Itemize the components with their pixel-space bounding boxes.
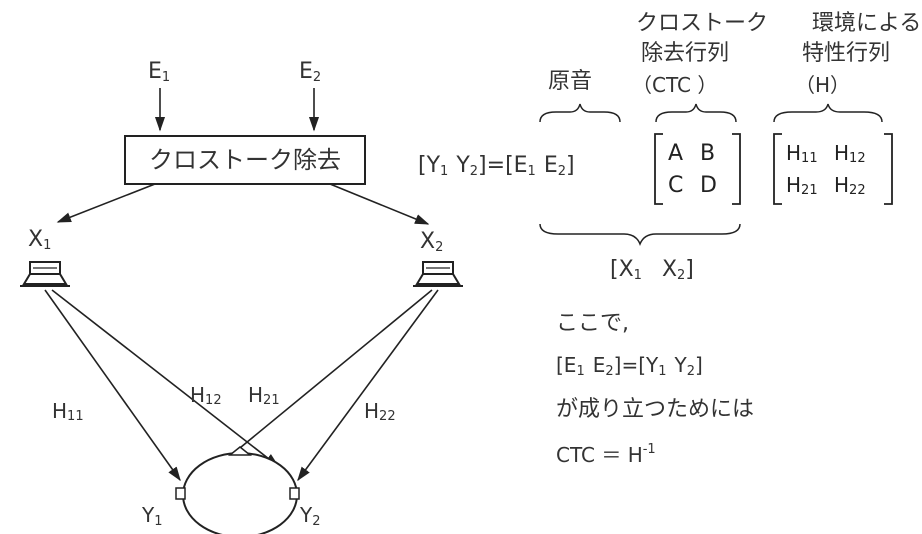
ctc-box [124, 135, 366, 185]
header-ctc-line2: 除去行列 [641, 41, 729, 66]
ctc-matrix-d: D [700, 173, 717, 198]
header-original: 原音 [548, 69, 592, 94]
ctc-matrix-right-bracket [732, 133, 741, 205]
speaker-x2-label: X2 [420, 229, 443, 255]
path-h21 [216, 289, 433, 467]
h-matrix-h22: H22 [834, 173, 866, 198]
header-h-line2: 特性行列 [802, 41, 890, 66]
box-to-x2-arrow [329, 183, 430, 225]
ctc-box-label: クロストーク除去 [149, 146, 341, 174]
brace-h [773, 103, 883, 123]
speaker-x1-label: X1 [28, 227, 51, 253]
explanation-to-hold: が成り立つためには [556, 397, 754, 422]
speaker-x1-icon [20, 261, 70, 287]
header-h-line1: 環境による [812, 11, 921, 36]
path-h21-label: H21 [248, 383, 280, 408]
ear-y1-label: Y1 [141, 503, 163, 529]
brace-x [539, 223, 741, 247]
path-h22-label: H22 [364, 399, 396, 424]
path-h12 [51, 289, 280, 467]
ctc-matrix-left-bracket [654, 133, 663, 205]
path-h11-label: H11 [52, 399, 84, 424]
path-h12-label: H12 [190, 383, 222, 408]
h-matrix-right-bracket [884, 133, 893, 205]
path-h11 [44, 289, 181, 482]
listener-head-icon [175, 446, 300, 534]
ctc-matrix-a: A [668, 141, 683, 166]
header-ctc-line1: クロストーク [636, 11, 768, 36]
speaker-x2-icon [413, 261, 463, 287]
path-h22 [297, 289, 439, 482]
ctc-matrix-b: B [700, 141, 715, 166]
explanation-result: CTC ＝ H-1 [556, 442, 656, 467]
header-ctc-line3: （CTC ） [632, 73, 717, 97]
explanation-here: ここで, [556, 311, 629, 336]
h-matrix-left-bracket [773, 133, 782, 205]
ctc-matrix-c: C [668, 173, 683, 198]
h-matrix-h11: H11 [786, 141, 818, 166]
input-e1-label: E1 [148, 59, 170, 85]
h-matrix-h12: H12 [834, 141, 866, 166]
input-e2-label: E2 [299, 59, 321, 85]
header-h-line3: （H） [795, 73, 850, 97]
brace-original [539, 103, 621, 123]
h-matrix-h21: H21 [786, 173, 818, 198]
box-to-x1-arrow [56, 183, 156, 223]
ear-y2-label: Y2 [299, 503, 321, 529]
brace-ctc [655, 103, 737, 123]
